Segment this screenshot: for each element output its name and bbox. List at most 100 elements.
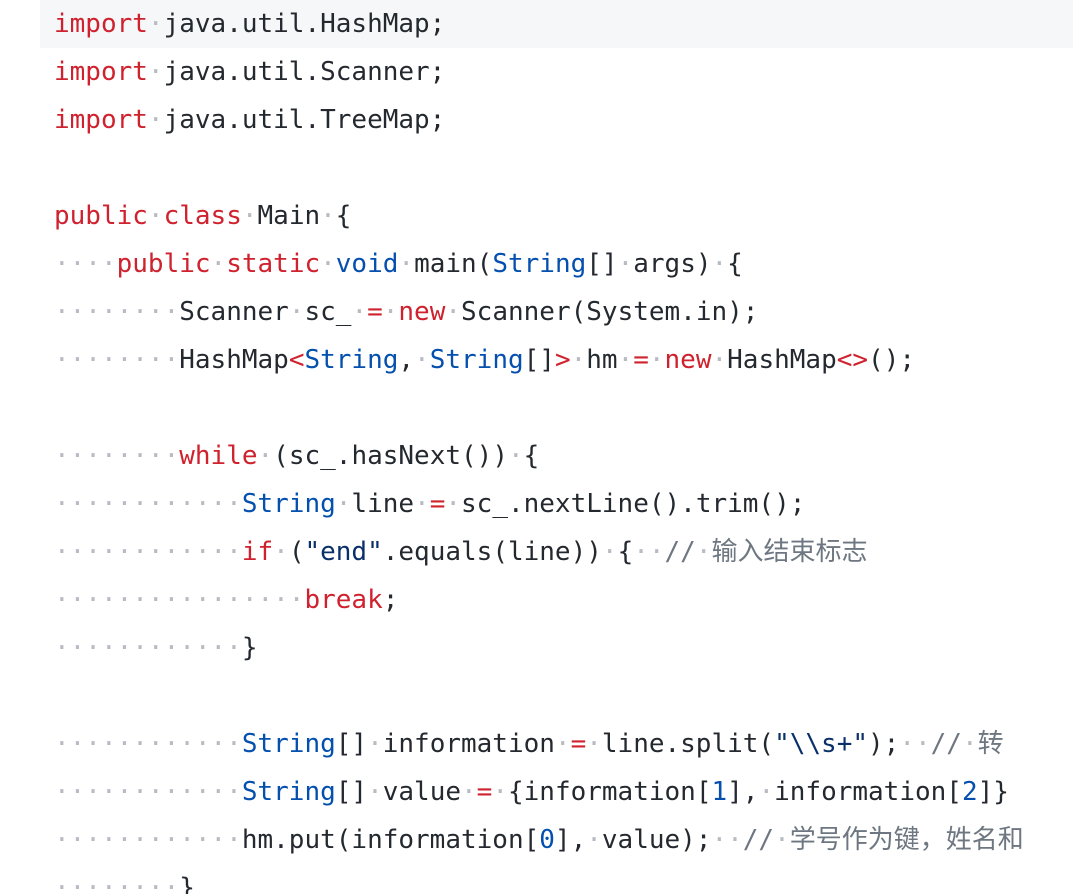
code-token: if xyxy=(241,537,274,567)
code-token: ], xyxy=(727,777,759,807)
code-token: <> xyxy=(836,345,869,375)
whitespace-marker: · xyxy=(570,345,587,375)
whitespace-marker: · xyxy=(335,489,352,519)
code-line[interactable]: ············String·line·=·sc_.nextLine()… xyxy=(54,480,805,528)
code-token: information[ xyxy=(774,777,962,807)
code-token: 2 xyxy=(961,777,978,807)
whitespace-marker: ················ xyxy=(54,585,305,615)
whitespace-marker: · xyxy=(147,201,164,231)
whitespace-marker: · xyxy=(648,345,665,375)
whitespace-marker: ············ xyxy=(54,537,242,567)
code-token: "end" xyxy=(304,537,383,567)
whitespace-marker: · xyxy=(382,297,399,327)
code-token: String xyxy=(241,489,336,519)
code-token: [] xyxy=(335,729,368,759)
code-token: args) xyxy=(633,249,712,279)
code-line[interactable]: ········while·(sc_.hasNext())·{ xyxy=(54,432,539,480)
code-token: {information[ xyxy=(507,777,712,807)
whitespace-marker: · xyxy=(273,537,289,567)
code-line[interactable]: public·class·Main·{ xyxy=(54,192,351,240)
whitespace-marker: ·· xyxy=(899,729,931,759)
code-token: line xyxy=(351,489,415,519)
whitespace-marker: · xyxy=(147,57,164,87)
whitespace-marker: · xyxy=(554,729,571,759)
code-line[interactable]: ············hm.put(information[0],·value… xyxy=(54,816,1024,864)
code-token: value); xyxy=(601,825,712,855)
code-token: ], xyxy=(554,825,587,855)
whitespace-marker: · xyxy=(210,249,227,279)
code-line[interactable]: ············String[]·value·=·{informatio… xyxy=(54,768,1009,816)
whitespace-marker: ············ xyxy=(54,633,242,663)
code-token: = xyxy=(570,729,587,759)
whitespace-marker: · xyxy=(414,345,430,375)
code-token: line.split( xyxy=(601,729,775,759)
whitespace-marker: · xyxy=(774,825,790,855)
code-line[interactable]: ············String[]·information·=·line.… xyxy=(54,720,1004,768)
whitespace-marker: · xyxy=(601,537,618,567)
whitespace-marker: ········ xyxy=(54,441,180,471)
code-line[interactable]: import·java.util.Scanner; xyxy=(54,48,445,96)
code-token: hm.put(information[ xyxy=(241,825,540,855)
code-token: { xyxy=(727,249,743,279)
whitespace-marker: · xyxy=(695,537,712,567)
whitespace-marker: ············ xyxy=(54,825,242,855)
code-line[interactable]: ········} xyxy=(54,864,195,894)
code-token: ; xyxy=(382,585,399,615)
code-token: break xyxy=(304,585,383,615)
code-line[interactable]: ········HashMap<String,·String[]>·hm·=·n… xyxy=(54,336,915,384)
code-token: .equals(line)) xyxy=(382,537,602,567)
whitespace-marker: · xyxy=(445,489,462,519)
code-token: while xyxy=(179,441,258,471)
whitespace-marker: · xyxy=(257,441,274,471)
whitespace-marker: · xyxy=(617,249,634,279)
code-token: sc_.nextLine().trim(); xyxy=(461,489,806,519)
code-token: information xyxy=(382,729,555,759)
code-token: // xyxy=(742,825,775,855)
code-line[interactable]: ················break; xyxy=(54,576,398,624)
whitespace-marker: ········ xyxy=(54,873,180,894)
code-token: [] xyxy=(335,777,368,807)
code-token: // xyxy=(664,537,696,567)
whitespace-marker: · xyxy=(961,729,978,759)
code-token: { xyxy=(617,537,634,567)
whitespace-marker: ········ xyxy=(54,297,180,327)
whitespace-marker: · xyxy=(147,105,164,135)
code-token: String xyxy=(429,345,524,375)
code-token: import xyxy=(54,9,148,39)
code-token: "\\s+" xyxy=(774,729,868,759)
code-line[interactable]: import·java.util.TreeMap; xyxy=(54,96,445,144)
code-token: < xyxy=(288,345,305,375)
code-token: java.util.Scanner; xyxy=(163,57,446,87)
code-token: HashMap xyxy=(727,345,837,375)
code-token: (sc_.hasNext()) xyxy=(273,441,508,471)
whitespace-marker: · xyxy=(758,777,775,807)
whitespace-marker: · xyxy=(147,9,164,39)
code-token: // xyxy=(930,729,962,759)
code-line[interactable]: ············} xyxy=(54,624,258,672)
code-token: java.util.HashMap; xyxy=(163,9,446,39)
code-token: ( xyxy=(288,537,305,567)
whitespace-marker: ············ xyxy=(54,729,242,759)
code-token: { xyxy=(523,441,540,471)
code-line[interactable]: ············if·("end".equals(line))·{··/… xyxy=(54,528,868,576)
whitespace-marker: · xyxy=(367,777,383,807)
code-token: 转 xyxy=(977,729,1004,759)
code-line[interactable]: ········Scanner·sc_·=·new·Scanner(System… xyxy=(54,288,758,336)
code-token: hm xyxy=(586,345,618,375)
whitespace-marker: ············ xyxy=(54,489,242,519)
whitespace-marker: · xyxy=(367,729,383,759)
code-token: = xyxy=(476,777,493,807)
whitespace-marker: · xyxy=(288,297,305,327)
code-token: 学号作为键，姓名和 xyxy=(789,825,1024,855)
code-token: 输入结束标志 xyxy=(711,537,868,567)
code-token: [] xyxy=(523,345,555,375)
code-token: (); xyxy=(868,345,916,375)
whitespace-marker: ········ xyxy=(54,345,180,375)
whitespace-marker: · xyxy=(492,777,508,807)
code-token: String xyxy=(304,345,399,375)
code-line-active[interactable]: import·java.util.HashMap; xyxy=(40,0,1073,48)
whitespace-marker: ···· xyxy=(54,249,117,279)
code-line[interactable]: ····public·static·void·main(String[]·arg… xyxy=(54,240,743,288)
code-token: = xyxy=(429,489,446,519)
